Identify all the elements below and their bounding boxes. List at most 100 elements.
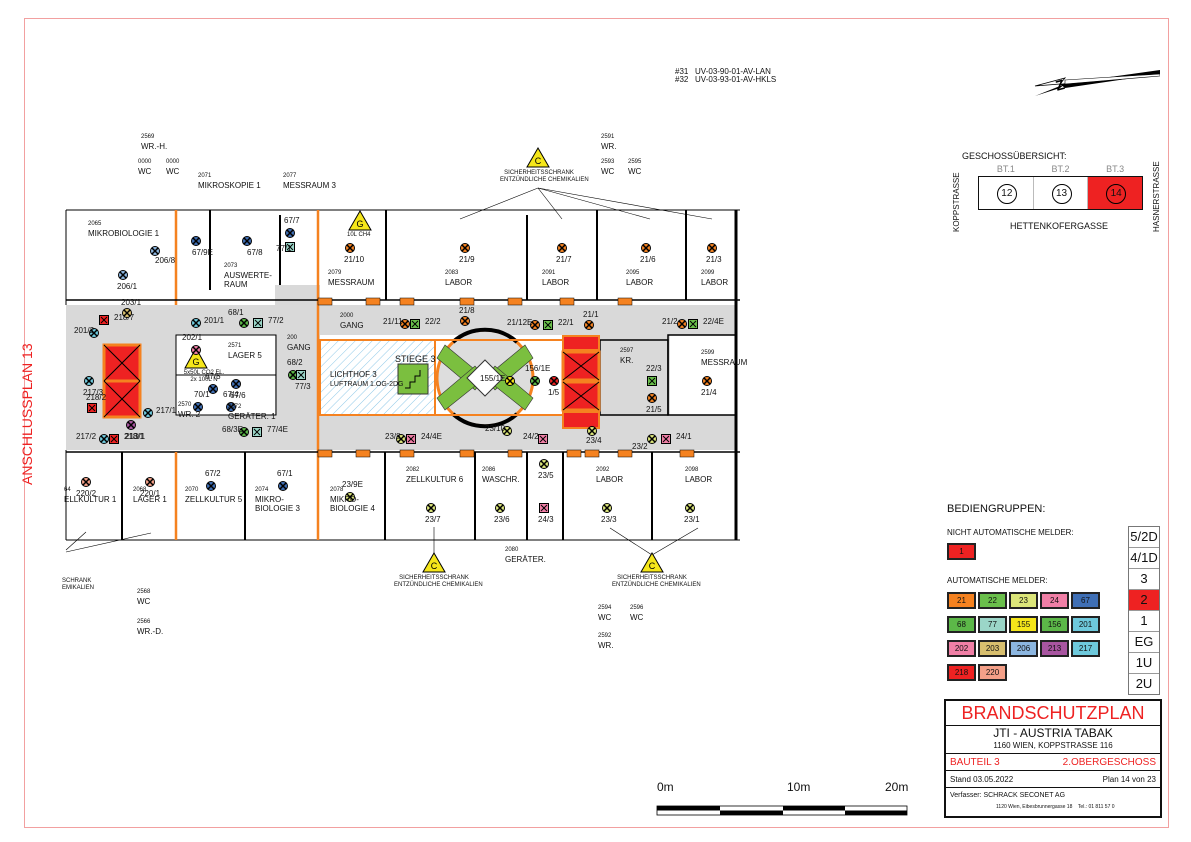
- detector-label: 68/2: [287, 358, 303, 367]
- room-name: WC: [628, 167, 642, 176]
- street-left: KOPPSTRASSE: [952, 172, 961, 232]
- lichthof-sub: LUFTRAUM 1.OG-2DG: [330, 381, 404, 388]
- building-part-label: BT.2: [1051, 164, 1070, 174]
- floor-button[interactable]: 2: [1129, 590, 1159, 611]
- detector-label: 201/2: [74, 326, 95, 335]
- legend-swatch: 155: [1009, 616, 1038, 633]
- warning-triangle-icon: [184, 147, 664, 573]
- floor-button[interactable]: 1: [1129, 611, 1159, 632]
- room-name: MESSRAUM 3: [283, 181, 336, 190]
- detector-label: 206/1: [117, 282, 138, 291]
- detector-label: 22/3: [646, 364, 662, 373]
- floor-button[interactable]: 3: [1129, 569, 1159, 590]
- fire-detector-icon: [278, 478, 288, 491]
- header-note: #32 UV-03-93-01-AV-HKLS: [675, 75, 777, 84]
- legend-swatch: 203: [978, 640, 1007, 657]
- fire-detector-icon: [647, 431, 657, 444]
- detector-label: 67/9E: [192, 248, 213, 257]
- plan-number: Plan 14 von 23: [1102, 775, 1156, 784]
- room-name: BIOLOGIE 4: [330, 504, 375, 513]
- detector-label: 21/11: [383, 317, 403, 326]
- detector-label: 220/1: [140, 489, 161, 498]
- legend-swatch: 220: [978, 664, 1007, 681]
- fire-detector-icon: [99, 312, 109, 325]
- hazard-symbol: C: [431, 561, 438, 571]
- fire-detector-icon: [543, 317, 553, 330]
- detector-label: 22/4E: [703, 317, 724, 326]
- connection-plan-label[interactable]: ANSCHLUSSPLAN 13: [19, 343, 35, 485]
- detector-label: 23/7: [425, 515, 441, 524]
- legend-swatch: 217: [1071, 640, 1100, 657]
- fire-detector-icon: [143, 405, 153, 418]
- legend-swatch: 201: [1071, 616, 1100, 633]
- detector-label: 203/1: [121, 298, 142, 307]
- legend-swatch: 218: [947, 664, 976, 681]
- room-name: MIKRO-: [255, 495, 284, 504]
- fire-detector-icon: [231, 376, 241, 389]
- room-number: 2092: [596, 467, 610, 473]
- fire-detector-icon: [239, 315, 249, 328]
- detector-label: 156/1E: [525, 364, 551, 373]
- room-number: 2591: [601, 134, 615, 140]
- leader-lines: [65, 187, 713, 556]
- detector-label: 24/4E: [421, 432, 442, 441]
- room-number: 2099: [701, 270, 715, 276]
- detector-label: 68/1: [228, 308, 244, 317]
- fire-detector-icon: [557, 240, 567, 253]
- plan-number-badge: 12: [996, 184, 1017, 204]
- elevator-right: [561, 335, 601, 429]
- scale-label: 10m: [787, 780, 811, 794]
- floor-button[interactable]: EG: [1129, 632, 1159, 653]
- room-number: 2569: [141, 134, 155, 140]
- legend-manual-title: NICHT AUTOMATISCHE MELDER:: [947, 528, 1074, 537]
- detector-label: 155/1E: [480, 374, 506, 383]
- detector-label: 202/1: [182, 333, 203, 342]
- fire-detector-icon: [460, 313, 470, 326]
- detector-label: 67/6: [230, 391, 246, 400]
- detector-label: 67/7: [284, 216, 300, 225]
- fire-detector-icon: [239, 424, 249, 437]
- room-name: WR. 2: [178, 410, 201, 419]
- floor-button[interactable]: 1U: [1129, 653, 1159, 674]
- floor-button[interactable]: 4/1D: [1129, 548, 1159, 569]
- hazard-symbol: C: [649, 561, 656, 571]
- building-part-3[interactable]: BT.3 14: [1088, 164, 1143, 209]
- room-name: WC: [166, 167, 180, 176]
- room-number: 2070: [185, 487, 199, 493]
- fire-detector-icon: [406, 431, 416, 444]
- room-name: MESSRAUM: [328, 278, 375, 287]
- fire-detector-icon: [707, 240, 717, 253]
- building-part-label: BT.3: [1106, 164, 1125, 174]
- room-name: AUSWERTE-: [224, 271, 272, 280]
- fire-detector-icon: [285, 239, 295, 252]
- detector-label: 217/1: [156, 406, 177, 415]
- fire-detector-icon: [226, 399, 236, 412]
- detector-label: 67/2: [205, 469, 221, 478]
- room-name: GANG: [287, 343, 311, 352]
- plan-title: BRANDSCHUTZPLAN: [946, 701, 1160, 726]
- room-name: KR.: [620, 356, 634, 365]
- room-number: 2071: [198, 173, 212, 179]
- plan-number-badge: 14: [1106, 184, 1127, 204]
- detector-label: 218/2: [86, 393, 107, 402]
- room-name: WC: [138, 167, 152, 176]
- fire-detector-icon: [426, 500, 436, 513]
- hazard-caption: 10L CH4: [347, 232, 371, 238]
- detector-label: 218/1: [124, 432, 145, 441]
- detector-label: 68/3E: [222, 425, 243, 434]
- room-number: 2077: [283, 173, 297, 179]
- floor-button[interactable]: 2U: [1135, 676, 1153, 691]
- floor-button[interactable]: 5/2D: [1129, 527, 1159, 548]
- fire-detector-icon: [208, 381, 218, 394]
- detector-label: 21/9: [459, 255, 475, 264]
- detector-label: 77/2: [268, 316, 284, 325]
- hazard-symbol: G: [356, 219, 363, 229]
- room-number: 2091: [542, 270, 556, 276]
